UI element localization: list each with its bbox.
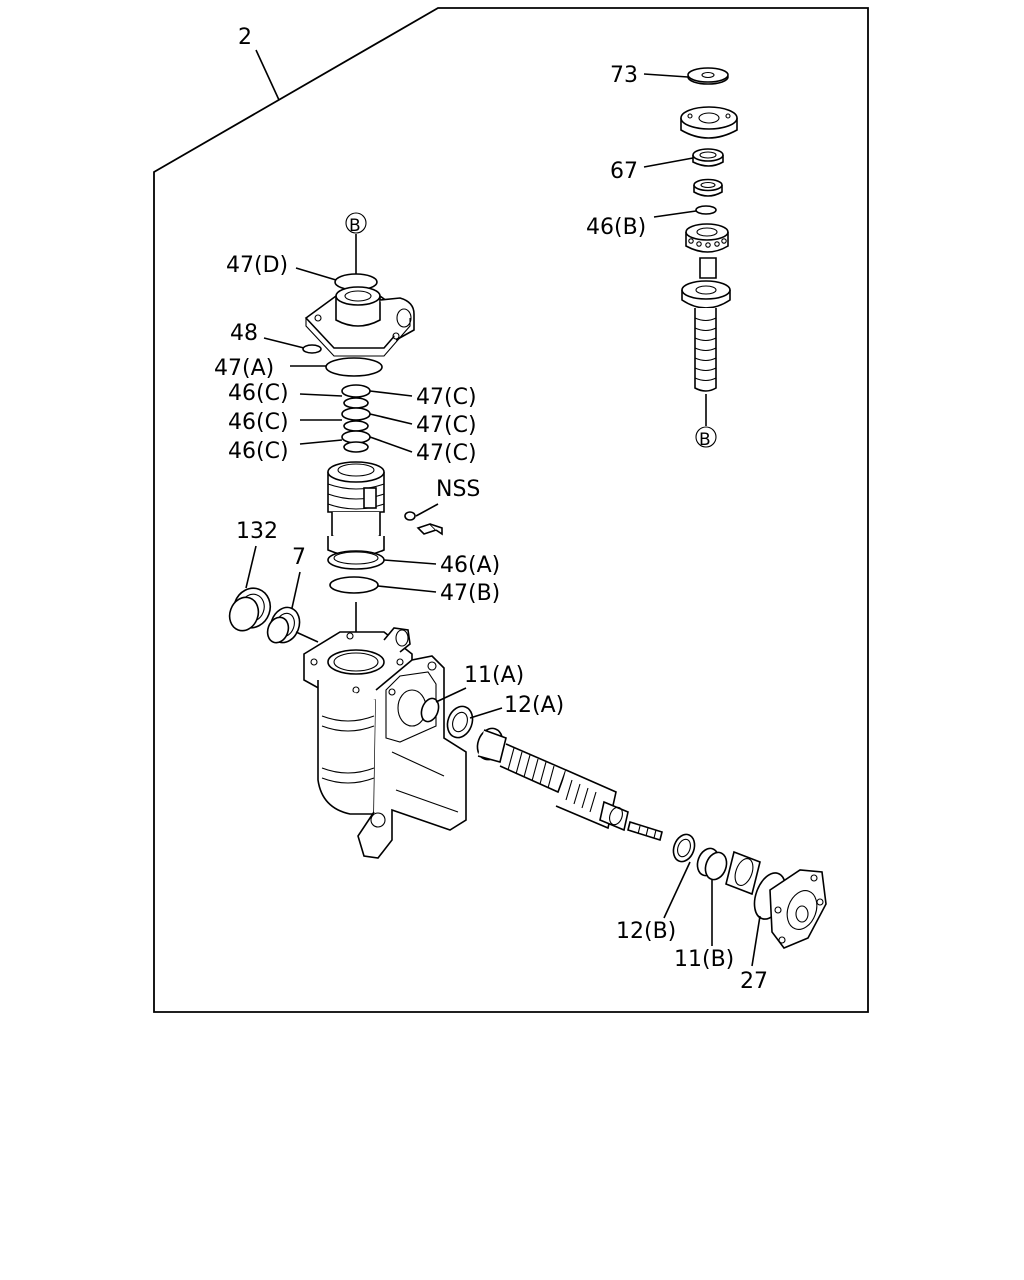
sector-shaft [476,727,827,949]
label-46a: 46(A) [440,553,500,578]
label-132: 132 [236,519,278,544]
label-12b: 12(B) [616,919,676,944]
label-47c-3: 47(C) [416,441,477,466]
ref-b-bottom: B [699,430,711,450]
left-seals [228,587,301,644]
label-46c-2: 46(C) [228,410,289,435]
label-47c-2: 47(C) [416,413,477,438]
label-48: 48 [230,321,258,346]
label-7: 7 [292,545,306,570]
label-11a: 11(A) [464,663,524,688]
ref-b-top: B [349,216,361,236]
label-47d: 47(D) [226,253,288,278]
label-46c-3: 46(C) [228,439,289,464]
seal-12a [446,705,474,739]
label-12a: 12(A) [504,693,564,718]
label-46c-1: 46(C) [228,381,289,406]
valve-housing-top [302,273,443,594]
label-11b: 11(B) [674,947,734,972]
label-47b: 47(B) [440,581,500,606]
valve-shaft-subassembly [680,67,738,392]
label-assembly-2: 2 [238,25,252,50]
gear-housing [303,627,467,859]
label-73: 73 [610,63,638,88]
o-ring-11a [420,697,440,723]
diagram-frame [153,7,869,1013]
leader-assembly-2 [255,49,280,101]
label-nss: NSS [436,477,480,502]
ref-b-top-circle [345,212,367,234]
label-27: 27 [740,969,768,994]
label-46b: 46(B) [586,215,646,240]
label-47a: 47(A) [214,356,274,381]
ref-b-bottom-circle [695,426,717,448]
label-47c-1: 47(C) [416,385,477,410]
label-67: 67 [610,159,638,184]
